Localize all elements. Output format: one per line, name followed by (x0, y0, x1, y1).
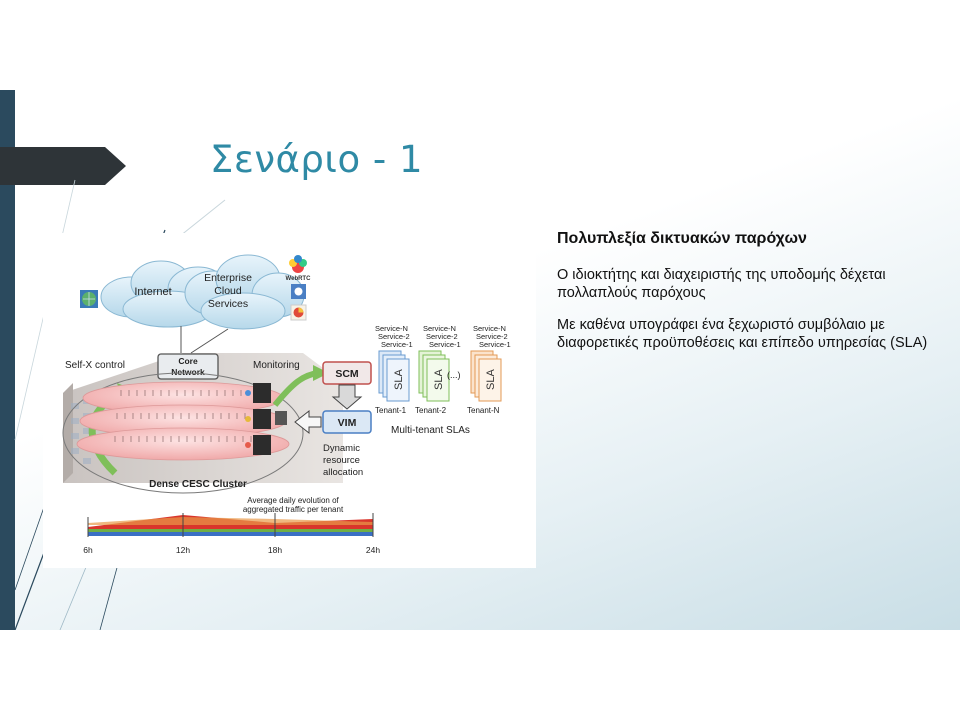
tick-6h: 6h (83, 545, 93, 555)
sla2-service-n: Service-N (423, 324, 456, 333)
core-label-2: Network (171, 367, 205, 377)
scm-box: SCM (322, 361, 372, 385)
side-bar (0, 90, 15, 630)
enterprise-label-1: Enterprise (204, 272, 252, 284)
sla-stack-1: Service-N Service-2 Service-1 SLA (375, 324, 413, 402)
slan-service-1: Service-1 (479, 340, 511, 349)
tick-12h: 12h (176, 545, 190, 555)
globe-icon (80, 290, 98, 308)
internet-label: Internet (134, 286, 171, 298)
subheading: Πολυπλεξία δικτυακών παρόχων (557, 230, 807, 247)
sla-stack-n: Service-N Service-2 Service-1 SLA (470, 324, 511, 402)
cluster-label: Dense CESC Cluster (149, 479, 247, 490)
scm-vim-arrow (331, 384, 363, 410)
sla2-label: SLA (433, 369, 445, 390)
paragraph-1: Ο ιδιοκτήτης και διαχειριστής της υποδομ… (557, 267, 886, 301)
network-diagram: Internet Enterprise Cloud Services (43, 233, 536, 568)
sla-ellipsis: (...) (447, 370, 461, 380)
title-arrow-tab (0, 147, 126, 185)
traffic-caption-2: aggregated traffic per tenant (243, 505, 344, 514)
slan-service-n: Service-N (473, 324, 506, 333)
server-racks (245, 383, 287, 455)
core-label-1: Core (178, 356, 198, 366)
traffic-caption-1: Average daily evolution of (247, 496, 339, 505)
webrtc-label: WebRTC (286, 276, 312, 282)
sla1-label: SLA (393, 369, 405, 390)
traffic-bands (87, 513, 374, 537)
multi-tenant-label: Multi-tenant SLAs (391, 425, 470, 436)
self-x-label: Self-X control (65, 360, 125, 371)
cluster-outline (62, 372, 304, 494)
scm-label: SCM (335, 368, 359, 380)
core-network-box: Core Network (157, 353, 219, 380)
tenant-n-label: Tenant-N (467, 406, 500, 415)
slide-title: Σενάριο - 1 (210, 138, 423, 181)
sla1-service-n: Service-N (375, 324, 408, 333)
slan-label: SLA (485, 369, 497, 390)
sla-stack-2: Service-N Service-2 Service-1 SLA (418, 324, 461, 402)
enterprise-label-2: Cloud (214, 285, 242, 297)
dynamic-label-3: allocation (323, 467, 363, 478)
sla2-service-1: Service-1 (429, 340, 461, 349)
paragraph-2: Με καθένα υπογράφει ένα ξεχωριστό συμβόλ… (557, 317, 928, 351)
monitoring-label: Monitoring (253, 360, 300, 371)
tick-18h: 18h (268, 545, 282, 555)
sla1-service-2: Service-2 (378, 332, 410, 341)
text-panel: Πολυπλεξία δικτυακών παρόχων Ο ιδιοκτήτη… (557, 230, 957, 366)
cell-layers (76, 381, 290, 461)
vim-label: VIM (338, 417, 357, 429)
dynamic-label-1: Dynamic (323, 443, 360, 454)
tick-24h: 24h (366, 545, 380, 555)
tenant-2-label: Tenant-2 (415, 406, 447, 415)
vim-server-arrow (294, 409, 322, 435)
chart-app-icon (290, 304, 307, 321)
slan-service-2: Service-2 (476, 332, 508, 341)
sla1-service-1: Service-1 (381, 340, 413, 349)
webrtc-logo-icon: WebRTC (286, 255, 312, 282)
slide: Σενάριο - 1 (0, 90, 960, 630)
sla2-service-2: Service-2 (426, 332, 458, 341)
app-icon (291, 284, 306, 299)
dynamic-label-2: resource (323, 455, 360, 466)
enterprise-label-3: Services (208, 298, 248, 310)
tenant-1-label: Tenant-1 (375, 406, 407, 415)
vim-box: VIM (322, 410, 372, 434)
